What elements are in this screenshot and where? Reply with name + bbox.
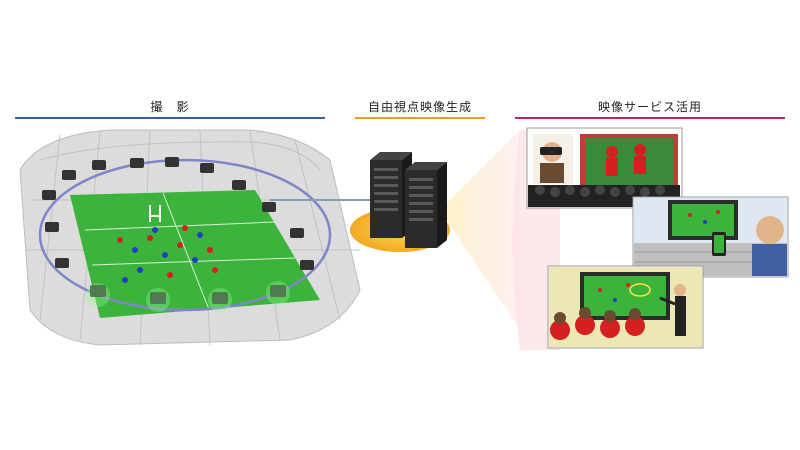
pitch bbox=[70, 190, 320, 318]
generation-section-rule bbox=[355, 117, 485, 119]
camera-glow bbox=[86, 281, 290, 312]
service-section-label: 映像サービス活用 bbox=[597, 100, 702, 114]
capture-section-rule bbox=[15, 117, 325, 119]
server-group bbox=[350, 152, 450, 252]
service-scene-vr bbox=[526, 127, 683, 209]
projection-beam bbox=[440, 130, 520, 330]
service-scene-coaching bbox=[547, 265, 704, 349]
stadium-illustration bbox=[19, 129, 361, 346]
generation-section-label: 自由視点映像生成 bbox=[367, 100, 472, 114]
server-icon bbox=[370, 152, 447, 248]
capture-section-label: 撮 影 bbox=[150, 100, 190, 114]
camera-icon bbox=[42, 157, 314, 304]
camera-ring bbox=[38, 158, 332, 312]
service-section-rule bbox=[515, 117, 785, 119]
vr-headset-icon bbox=[540, 147, 562, 155]
players bbox=[117, 225, 218, 283]
goal-post bbox=[149, 205, 161, 222]
service-scene-smartphone bbox=[632, 196, 789, 278]
tv-screen-icon bbox=[672, 204, 734, 236]
